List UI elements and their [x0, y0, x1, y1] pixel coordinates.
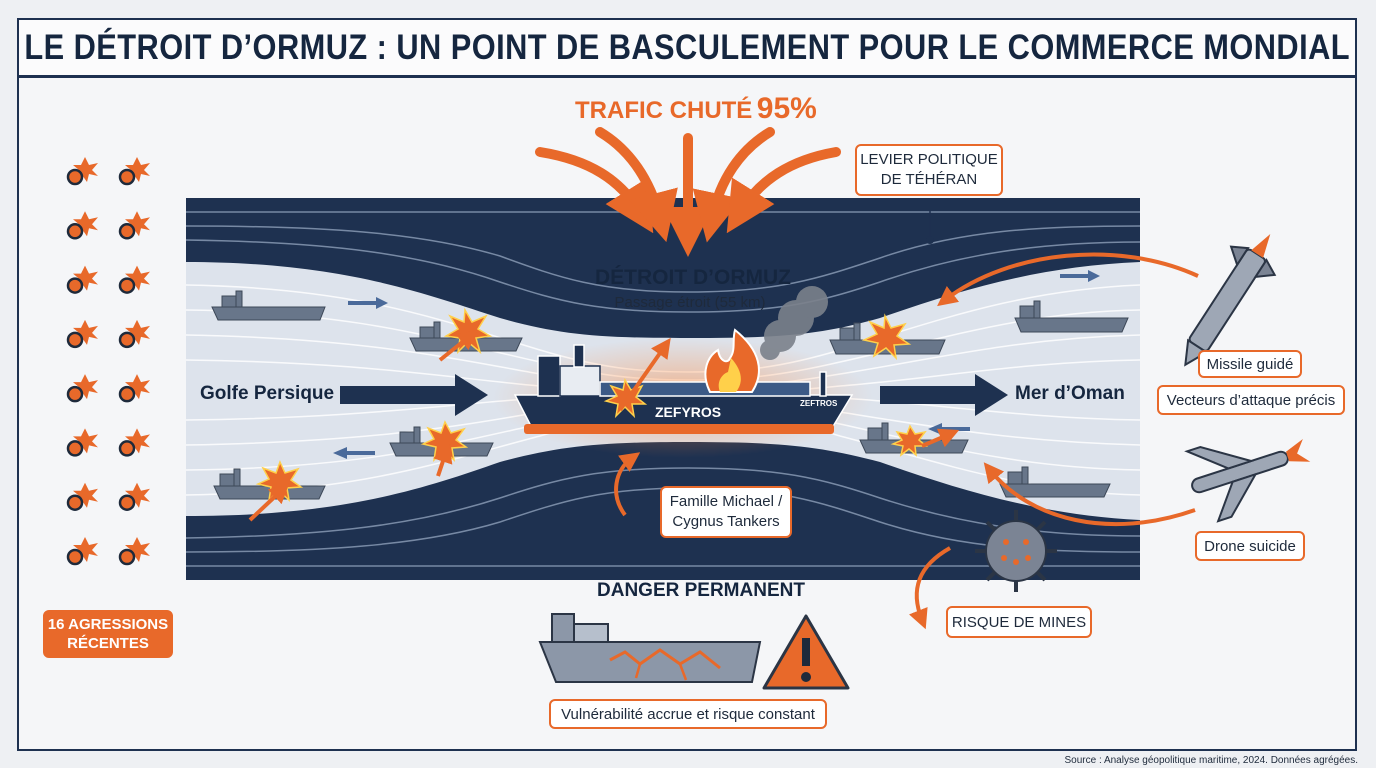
explosion-icon	[118, 537, 150, 566]
page-title: LE DÉTROIT D’ORMUZ : UN POINT DE BASCULE…	[24, 27, 1350, 67]
vectors-callout: Vecteurs d’attaque précis	[1157, 385, 1345, 415]
mines-callout: RISQUE DE MINES	[946, 606, 1092, 638]
aggressions-grid	[66, 157, 150, 566]
vulnerability-callout: Vulnérabilité accrue et risque constant	[549, 699, 827, 729]
title-bar: LE DÉTROIT D’ORMUZ : UN POINT DE BASCULE…	[17, 18, 1357, 78]
drone-icon	[1184, 438, 1311, 523]
explosion-icon	[118, 157, 150, 186]
region-east: Mer d’Oman	[1015, 383, 1125, 404]
explosion-icon	[66, 211, 98, 240]
strait-name: DÉTROIT D’ORMUZ	[595, 266, 791, 289]
damaged-tanker-icon	[538, 613, 762, 683]
explosion-icon	[118, 482, 150, 511]
sea-mine-icon	[975, 510, 1057, 592]
north-coast	[186, 198, 1140, 338]
drone-callout: Drone suicide	[1195, 531, 1305, 561]
explosion-icon	[66, 157, 98, 186]
region-west: Golfe Persique	[200, 383, 335, 404]
missile-icon	[1184, 233, 1277, 367]
traffic-label: TRAFIC CHUTÉ 95%	[575, 92, 817, 125]
explosion-icon	[118, 428, 150, 457]
ship-stern-name: ZEFTROS	[800, 399, 838, 408]
ship-name: ZEFYROS	[655, 404, 722, 420]
explosion-icon	[66, 482, 98, 511]
strait-width: Passage étroit (55 km)	[614, 294, 766, 311]
warning-icon	[762, 614, 850, 690]
smoke-icon	[760, 286, 828, 360]
traffic-arrows	[535, 127, 841, 257]
explosion-icon	[118, 374, 150, 403]
explosion-icon	[66, 265, 98, 294]
explosion-icon	[118, 319, 150, 349]
danger-label: DANGER PERMANENT	[597, 580, 805, 601]
explosion-icon	[118, 265, 150, 294]
explosion-icon	[66, 374, 98, 403]
explosion-icon	[66, 537, 98, 566]
family-callout: Famille Michael /Cygnus Tankers	[660, 486, 792, 538]
missile-callout: Missile guidé	[1198, 350, 1302, 378]
explosion-icon	[66, 319, 98, 349]
main-tanker	[513, 344, 854, 434]
flow-arrow-east	[880, 386, 980, 404]
source-note: Source : Analyse géopolitique maritime, …	[1064, 755, 1358, 766]
explosion-icon	[118, 211, 150, 240]
explosion-icon	[66, 428, 98, 457]
